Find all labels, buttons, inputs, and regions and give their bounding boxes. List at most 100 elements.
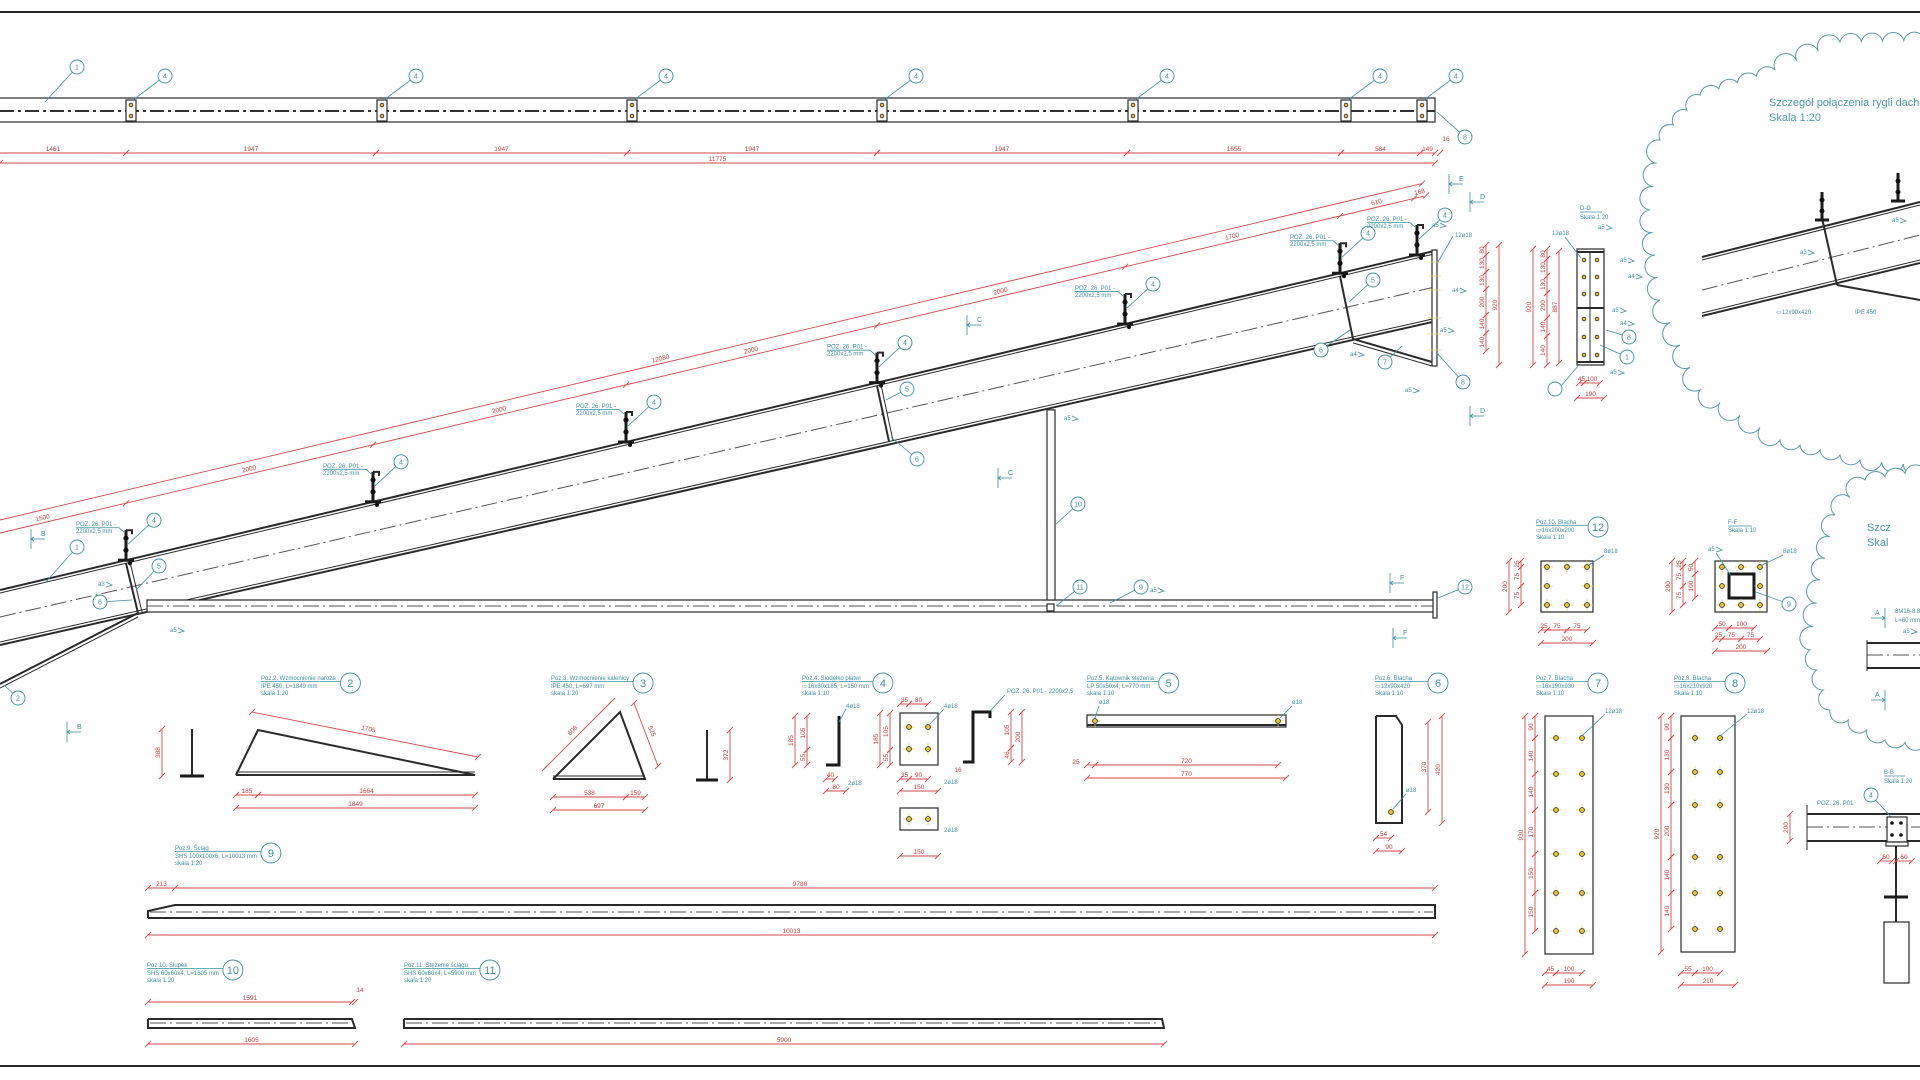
weld-symbol-icon xyxy=(1071,415,1080,422)
dimension-tick xyxy=(1541,969,1549,977)
section-letter: C xyxy=(977,317,982,324)
weld-symbol-icon xyxy=(1412,387,1421,394)
bolt-icon xyxy=(1899,821,1903,825)
bolt-hole xyxy=(1717,890,1723,896)
bolt-icon xyxy=(1122,311,1128,317)
dimension-tick xyxy=(1424,808,1432,816)
dimension-tick xyxy=(1786,837,1794,845)
dimension-tick xyxy=(1482,311,1490,319)
dimension-tick xyxy=(122,149,130,157)
dimension-tick xyxy=(1531,806,1539,814)
purlin-label: POZ. 26. P01 - xyxy=(1075,286,1115,292)
dimension-tick xyxy=(803,761,811,769)
balloon-number: 12 xyxy=(1461,585,1469,592)
dimension-tick xyxy=(1517,557,1525,565)
label-leader xyxy=(869,349,876,355)
dimension-value: 25 xyxy=(1514,560,1521,568)
bolt-hole xyxy=(1553,807,1559,813)
bolt-icon xyxy=(874,358,880,364)
dimension-value: 11775 xyxy=(709,156,727,163)
dimension-tick xyxy=(822,775,830,783)
weld-label: a3 xyxy=(98,582,105,588)
dimension-value: 55 xyxy=(883,754,890,762)
stiffener xyxy=(1821,217,1838,286)
dimension-tick xyxy=(232,791,240,799)
bolt-icon xyxy=(370,477,376,483)
stiffener-mid-inner xyxy=(880,384,894,441)
dimension-value: 25 xyxy=(1715,632,1723,639)
balloon-circle xyxy=(92,594,108,610)
dimension-value: 50 xyxy=(1688,564,1695,572)
balloon-number: 12 xyxy=(1592,522,1604,534)
balloon-number: 4 xyxy=(664,74,668,81)
bolt-hole xyxy=(629,113,635,119)
balloon-circle xyxy=(479,959,501,981)
dimension-tick xyxy=(1580,379,1588,387)
part-11-tie-brace: 5900 xyxy=(400,1018,1168,1048)
dimension-tick xyxy=(1517,582,1525,590)
dimension-tick xyxy=(1529,361,1537,369)
balloon-number: 4 xyxy=(652,400,656,407)
balloon-circle xyxy=(899,381,915,397)
dimension-value: 100 xyxy=(1587,376,1598,383)
dimension-value: 75 xyxy=(1514,573,1521,581)
bolt-hole xyxy=(1584,564,1590,570)
balloon-circle xyxy=(408,68,424,84)
dimension-value: 140 xyxy=(1664,905,1671,916)
weld-label: a5 xyxy=(1598,225,1605,231)
part-scale: Skala 1:10 xyxy=(1674,691,1703,697)
section-title: F-F xyxy=(1728,520,1738,526)
balloon-number: 4 xyxy=(152,518,156,525)
dimension-value: 130 xyxy=(1540,279,1547,290)
dimension-tick xyxy=(726,776,734,784)
part-scale: skala 1:20 xyxy=(404,978,432,984)
dimension-tick xyxy=(924,775,932,783)
section-letter: A xyxy=(1875,610,1880,617)
balloon-number: 4 xyxy=(1443,213,1447,220)
bolt-icon xyxy=(623,429,629,435)
bolt-hole xyxy=(906,746,912,752)
dimension-tick xyxy=(1552,969,1560,977)
balloon-number: 9 xyxy=(268,848,274,860)
label-leader xyxy=(618,409,625,415)
bolt-hole xyxy=(1343,113,1349,119)
dimension-value: 2000 xyxy=(743,346,759,356)
dimension-tick xyxy=(158,772,166,780)
dimension-tick xyxy=(1531,734,1539,742)
seat-plate-top-view xyxy=(899,807,939,831)
beam-centerline xyxy=(1701,234,1920,291)
label-leader xyxy=(989,694,1006,712)
dimension-value: 770 xyxy=(1181,771,1192,778)
balloon-circle xyxy=(1724,672,1746,694)
bolt-hole xyxy=(1757,564,1763,570)
balloon-number: 4 xyxy=(903,340,907,347)
label-leader xyxy=(1564,236,1582,259)
hole-label: 2ø18 xyxy=(944,828,958,834)
balloon-circle xyxy=(1781,596,1797,612)
dimension-value: 1947 xyxy=(995,146,1010,153)
stiffener-left xyxy=(125,562,139,614)
balloon-circle xyxy=(1455,374,1471,390)
end-plate xyxy=(1431,249,1438,367)
dimension-value: 140 xyxy=(1664,869,1671,880)
part-name: Poz.7. Blacha xyxy=(1536,676,1574,682)
dimension-value: 80 xyxy=(1479,246,1486,254)
dimension-tick xyxy=(1563,626,1571,634)
dimension-value: 887 xyxy=(1552,301,1559,312)
section-arrow-head xyxy=(66,729,71,735)
balloon-circle xyxy=(69,539,85,555)
rafter-centerline xyxy=(0,287,1433,618)
dimension-tick xyxy=(1679,563,1687,571)
dimension-value: 140 xyxy=(1540,321,1547,332)
dimension-tick xyxy=(622,381,630,389)
detail-clouds xyxy=(1639,31,1920,751)
dimension-tick xyxy=(876,709,884,717)
balloon-circle xyxy=(1587,516,1609,538)
weld-label: a4 xyxy=(1620,321,1627,327)
bolt-hole xyxy=(1717,735,1723,741)
dimension-tick xyxy=(1517,601,1525,609)
